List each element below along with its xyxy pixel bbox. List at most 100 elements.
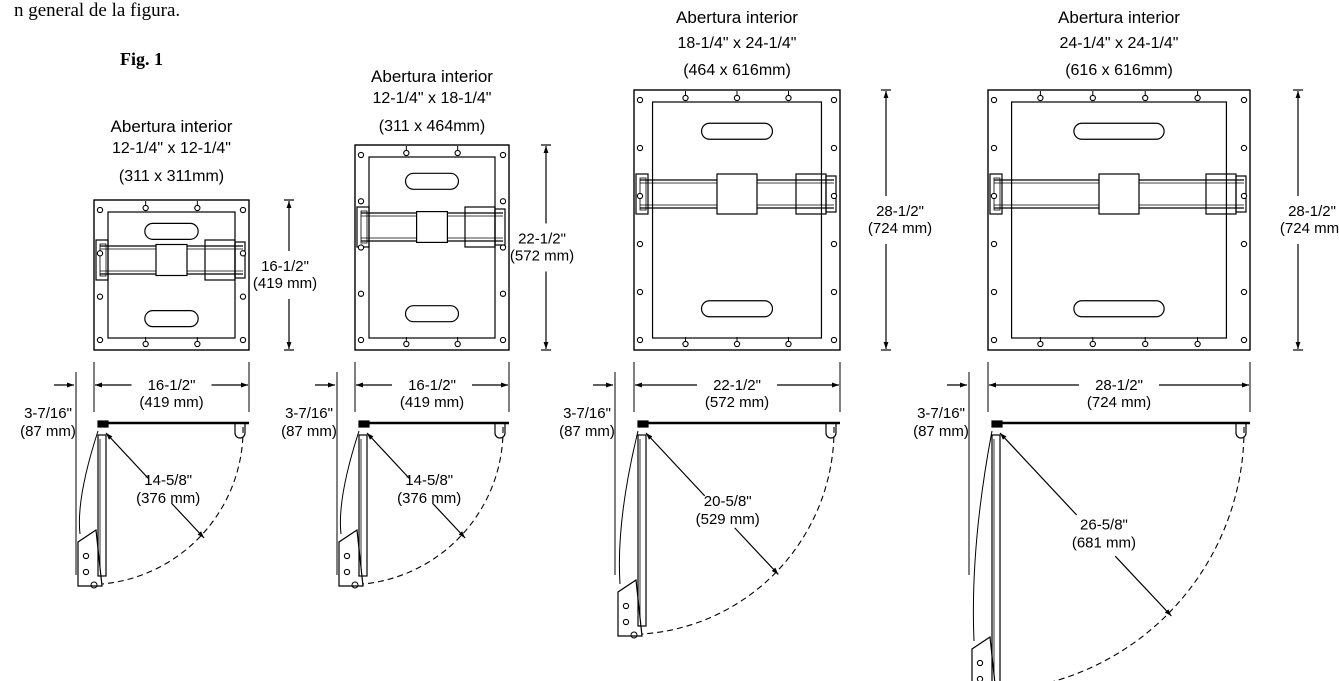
lock-plate: [1098, 173, 1140, 215]
width-dim-inches: 16-1/2": [408, 377, 456, 394]
mounting-hole: [96, 336, 104, 344]
mounting-hole: [96, 293, 104, 300]
height-dim-mm: (572 mm): [510, 248, 574, 265]
latch-hook: [234, 423, 246, 439]
mounting-hole: [636, 96, 644, 104]
depth-dim-inches: 3-7/16": [285, 405, 333, 422]
mounting-hole: [830, 192, 838, 200]
latch-hook: [825, 423, 837, 439]
opening-size-inches: 12-1/4" x 12-1/4": [112, 140, 231, 157]
swing-radius-mm: (376 mm): [136, 490, 200, 507]
swing-radius-mm: (376 mm): [397, 490, 461, 507]
hinge-bracket: [338, 528, 364, 587]
depth-dim-mm: (87 mm): [559, 423, 615, 440]
keyhole-slot: [1194, 94, 1201, 102]
hinge-block: [637, 420, 649, 428]
mounting-hole: [990, 240, 998, 248]
width-dim-mm: (724 mm): [1087, 394, 1151, 411]
open-door-edge: [358, 434, 368, 577]
handle-slot-bottom: [1073, 300, 1165, 318]
lock-plate: [416, 211, 449, 244]
keyhole-slot: [1194, 340, 1201, 348]
latch-block-left-inner: [360, 210, 368, 244]
keyhole-slot: [785, 340, 792, 348]
keyhole-slot: [1037, 340, 1044, 348]
swing-radius-inches: 14-5/8": [405, 472, 453, 489]
swing-arc: [1052, 426, 1245, 681]
mounting-hole: [499, 244, 507, 251]
handle-slot-top: [144, 222, 199, 240]
mounting-hole: [990, 288, 998, 296]
hinge-pin: [630, 631, 638, 639]
lock-plate: [155, 243, 188, 277]
swing-radius-arrow-out: [734, 527, 779, 575]
opening-size-inches: 24-1/4" x 24-1/4": [1060, 35, 1179, 52]
hinge-bracket: [971, 635, 996, 681]
mounting-hole: [357, 290, 365, 297]
swing-radius-inches: 20-5/8": [704, 493, 752, 510]
keyhole-slot: [785, 94, 792, 102]
handle-slot-bottom: [700, 300, 774, 318]
open-door-edge: [637, 434, 647, 627]
mounting-hole: [239, 293, 247, 300]
mounting-hole: [499, 336, 507, 344]
mounting-hole: [239, 250, 247, 257]
keyhole-slot: [682, 340, 689, 348]
mounting-hole: [343, 552, 351, 560]
swing-radius-arrow-in: [999, 432, 1078, 516]
mounting-hole: [1240, 192, 1248, 200]
mounting-hole: [636, 144, 644, 152]
width-dim-inches: 22-1/2": [713, 377, 761, 394]
mounting-hole: [357, 151, 365, 159]
opening-title: Abertura interior: [111, 117, 233, 136]
mounting-hole: [636, 336, 644, 344]
door-panel: [651, 101, 823, 339]
opening-size-mm: (616 x 616mm): [1065, 62, 1173, 79]
swing-arc: [101, 426, 244, 585]
mounting-hole: [357, 336, 365, 344]
height-dim-mm: (419 mm): [253, 275, 317, 292]
mounting-hole: [96, 206, 104, 214]
mounting-hole: [830, 288, 838, 296]
mounting-hole: [830, 96, 838, 104]
mounting-hole: [830, 144, 838, 152]
intro-text: n general de la figura.: [14, 0, 181, 21]
keyhole-slot: [454, 149, 461, 157]
hinge-bracket: [77, 528, 103, 587]
width-dim-inches: 16-1/2": [148, 377, 196, 394]
mounting-hole: [990, 144, 998, 152]
latch-block-left-inner: [99, 243, 107, 277]
mounting-hole: [636, 288, 644, 296]
mounting-hole: [96, 250, 104, 257]
swing-radius-arrow-in: [105, 432, 150, 480]
swing-radius-arrow-in: [366, 432, 411, 480]
width-dim-mm: (419 mm): [400, 394, 464, 411]
opening-title: Abertura interior: [371, 67, 493, 86]
mounting-hole: [343, 568, 351, 576]
opening-title: Abertura interior: [676, 8, 798, 27]
mounting-hole: [1240, 240, 1248, 248]
mounting-hole: [622, 602, 630, 610]
hinge-block: [358, 420, 370, 428]
swing-radius-mm: (681 mm): [1072, 535, 1136, 552]
keyhole-slot: [142, 204, 149, 212]
opening-title: Abertura interior: [1058, 8, 1180, 27]
depth-dim-mm: (87 mm): [281, 423, 337, 440]
hinge-pin: [351, 581, 359, 589]
depth-dim-inches: 3-7/16": [917, 405, 965, 422]
door-arm: [618, 430, 639, 585]
mounting-hole: [976, 659, 984, 667]
height-dim-inches: 28-1/2": [876, 203, 924, 220]
keyhole-slot: [1037, 94, 1044, 102]
width-dim-inches: 28-1/2": [1095, 377, 1143, 394]
door-arm: [78, 430, 99, 535]
latch-hook: [1235, 423, 1247, 439]
keyhole-slot: [1142, 94, 1149, 102]
height-dim-inches: 16-1/2": [261, 258, 309, 275]
opening-size-mm: (311 x 464mm): [379, 118, 485, 135]
door-frame: [354, 144, 510, 351]
door-arm: [339, 430, 360, 535]
mounting-hole: [1240, 336, 1248, 344]
